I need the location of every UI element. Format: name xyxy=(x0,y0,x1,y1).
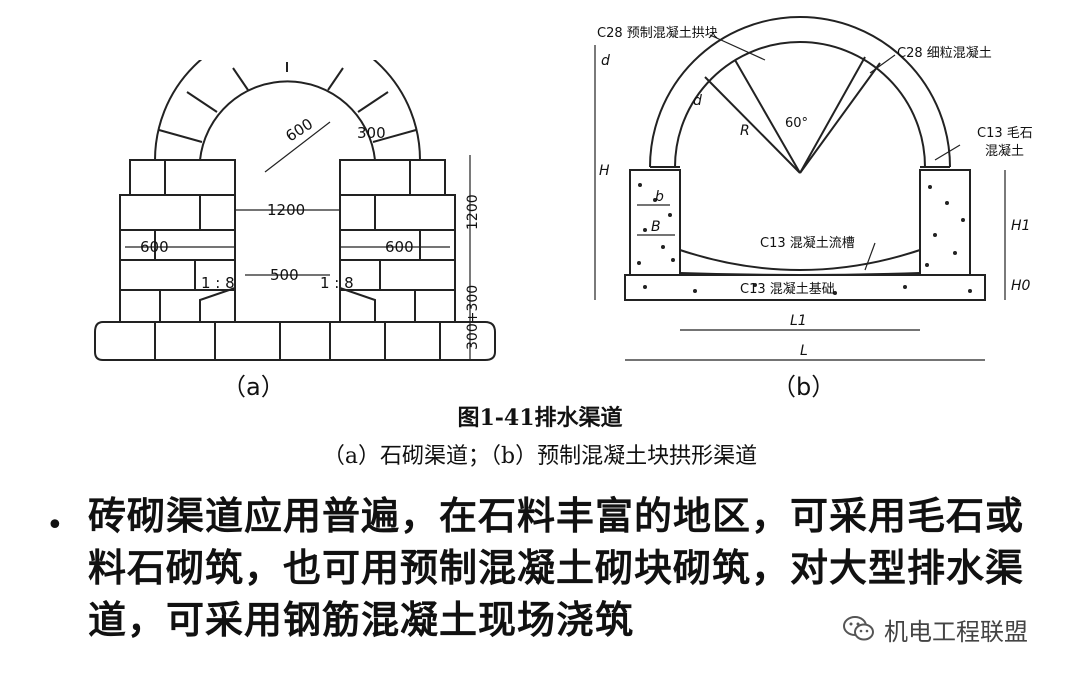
label-L1: L1 xyxy=(790,313,807,329)
label-R: R xyxy=(740,123,750,139)
figure-caption-title: 图1-41排水渠道 xyxy=(457,405,623,431)
watermark: 机电工程联盟 xyxy=(842,612,1028,646)
label-L: L xyxy=(800,343,808,359)
label-foundation: C13 混凝土基础 xyxy=(740,281,835,297)
label-trough: C13 混凝土流槽 xyxy=(760,235,855,251)
bullet-marker: • xyxy=(46,508,64,543)
label-rubble-1: C13 毛石 xyxy=(977,126,1033,141)
dim-arch-300: 300 xyxy=(357,124,386,142)
watermark-text: 机电工程联盟 xyxy=(884,617,1028,646)
label-d-top: d xyxy=(601,53,610,69)
label-rubble-2: 混凝土 xyxy=(985,143,1024,159)
label-d-arch: d xyxy=(693,93,702,109)
label-H1: H1 xyxy=(1011,218,1030,234)
label-H0: H0 xyxy=(1011,278,1031,294)
figure-b-arched-channel: C28 预制混凝土拱块 C28 细粒混凝土 C13 毛石 混凝土 C13 混凝土… xyxy=(594,16,1033,361)
figure-a-stone-channel: 600 300 1200 600 600 1 : 8 1 : 8 500 120… xyxy=(94,60,496,361)
dim-slope-right: 1 : 8 xyxy=(320,274,354,292)
label-H: H xyxy=(599,163,610,179)
sublabel-b: （b） xyxy=(772,373,836,401)
sublabel-a: （a） xyxy=(222,373,285,401)
dim-height-1200: 1200 xyxy=(465,194,481,230)
label-B: B xyxy=(651,219,661,235)
figure-caption-subtitle: （a）石砌渠道；（b）预制混凝土块拱形渠道 xyxy=(322,444,758,469)
label-angle: 60° xyxy=(785,116,808,131)
dim-slope-left: 1 : 8 xyxy=(201,274,235,292)
dim-wall-right-600: 600 xyxy=(385,238,414,256)
label-fine-concrete: C28 细粒混凝土 xyxy=(897,45,992,61)
dim-width-1200: 1200 xyxy=(267,201,305,219)
label-b: b xyxy=(655,189,664,205)
label-top-block: C28 预制混凝土拱块 xyxy=(597,25,718,41)
wechat-icon xyxy=(843,616,874,641)
dim-radius-600: 600 xyxy=(282,115,316,146)
dim-bottom-500: 500 xyxy=(270,266,299,284)
dim-height-300-300: 300+300 xyxy=(465,285,481,350)
bullet-paragraph: 砖砌渠道应用普遍，在石料丰富的地区，可采用毛石或料石砌筑，也可用预制混凝土砌块砌… xyxy=(88,494,1025,642)
dim-wall-left-600: 600 xyxy=(140,238,169,256)
